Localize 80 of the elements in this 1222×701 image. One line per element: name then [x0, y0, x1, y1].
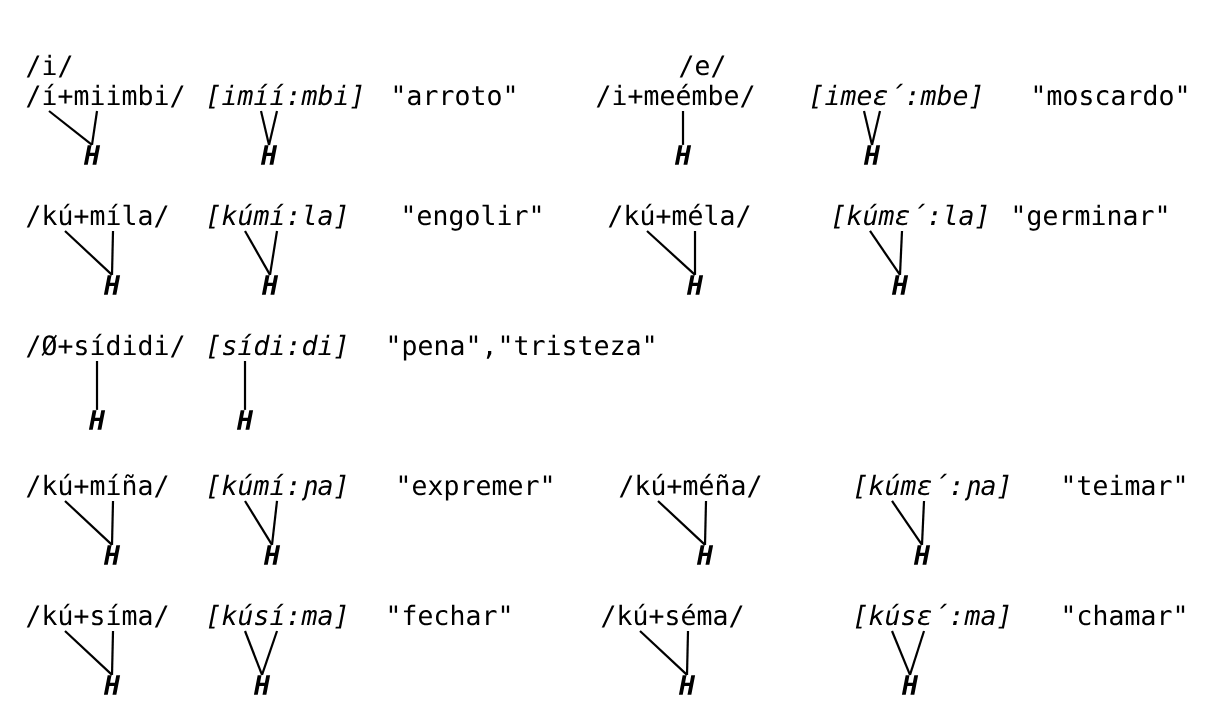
phonemic-form: /kú+míla/: [26, 203, 168, 228]
gloss: "arroto": [394, 85, 515, 106]
phonetic-form: [kúmí:la]: [208, 203, 346, 229]
association-line: [891, 630, 911, 676]
association-line: [657, 500, 706, 546]
gloss: "pena","tristeza": [389, 334, 654, 361]
tone-letter: H: [83, 145, 101, 165]
association-line: [267, 110, 279, 146]
phonetic-form: [kúmí:ɲa]: [208, 473, 346, 501]
vowel-heading: /i/: [26, 54, 72, 78]
association-line: [891, 500, 923, 546]
phonetic-form: [imíí:mbi]: [208, 83, 362, 109]
phonetic-form: [kúsɛ́:ma]: [855, 603, 1009, 629]
phonetic-form: [kúmɛ́:ɲa]: [855, 473, 1009, 501]
phonetic-form: [sídi:di]: [208, 333, 346, 359]
association-line: [64, 630, 113, 676]
phonemic-form: /kú+méña/: [619, 473, 761, 498]
vowel-heading: /e/: [679, 55, 725, 78]
tone-letter: H: [103, 275, 121, 295]
association-line: [646, 230, 696, 276]
tone-letter: H: [236, 410, 254, 430]
tone-letter: H: [913, 545, 931, 565]
association-line: [259, 110, 271, 146]
tone-letter: H: [674, 145, 692, 165]
association-line: [64, 500, 113, 546]
association-line: [898, 230, 904, 275]
phonemic-form: /kú+míña/: [26, 473, 168, 498]
tone-letter: H: [103, 675, 121, 695]
gloss: "expremer": [399, 475, 552, 501]
gloss: "chamar": [1064, 604, 1185, 626]
gloss: "moscardo": [1034, 84, 1187, 106]
association-line: [639, 630, 688, 676]
phonetic-form: [imeɛ́:mbe]: [811, 83, 981, 109]
tone-letter: H: [863, 145, 881, 165]
association-line: [869, 230, 901, 276]
tone-letter: H: [891, 275, 909, 295]
tone-letter: H: [261, 275, 279, 295]
association-line: [862, 110, 874, 146]
phonemic-form: /kú+síma/: [26, 603, 168, 628]
gloss: "engolir": [404, 204, 541, 231]
association-line: [243, 361, 247, 410]
phonemic-form: /Ø+sídidi/: [26, 333, 184, 358]
phonetic-form: [kúsí:ma]: [208, 603, 346, 629]
association-line: [703, 500, 708, 545]
tone-letter: H: [686, 275, 704, 295]
gloss: "teimar": [1064, 474, 1185, 496]
tone-letter: H: [260, 145, 278, 165]
association-line: [64, 230, 113, 276]
tone-letter: H: [901, 675, 919, 695]
association-line: [110, 630, 115, 675]
phonemic-form: /i+meémbe/: [596, 83, 754, 108]
association-line: [48, 110, 93, 146]
association-line: [244, 230, 271, 276]
tone-letter: H: [253, 675, 271, 695]
phonetic-form: [kúmɛ́:la]: [833, 203, 987, 229]
gloss: "germinar": [1014, 204, 1167, 231]
gloss: "fechar": [389, 604, 510, 626]
association-line: [908, 630, 926, 676]
association-line: [110, 500, 115, 545]
tone-letter: H: [678, 675, 696, 695]
association-line: [244, 630, 264, 676]
association-line: [260, 630, 279, 676]
association-line: [244, 500, 273, 546]
tone-letter: H: [103, 545, 121, 565]
phonemic-form: /í+miimbi/: [26, 83, 184, 108]
tone-letter: H: [263, 545, 281, 565]
phonemic-form: /kú+méla/: [608, 203, 750, 228]
association-line: [681, 111, 685, 145]
association-line: [90, 110, 99, 146]
association-line: [685, 630, 690, 675]
association-line: [693, 231, 697, 275]
association-line: [268, 230, 279, 276]
tone-letter: H: [88, 410, 106, 430]
association-line: [920, 500, 926, 545]
association-line: [95, 361, 99, 410]
phonemic-form: /kú+séma/: [601, 603, 743, 628]
association-line: [870, 110, 882, 146]
tone-letter: H: [696, 545, 714, 565]
association-line: [270, 500, 279, 545]
association-line: [110, 230, 115, 275]
